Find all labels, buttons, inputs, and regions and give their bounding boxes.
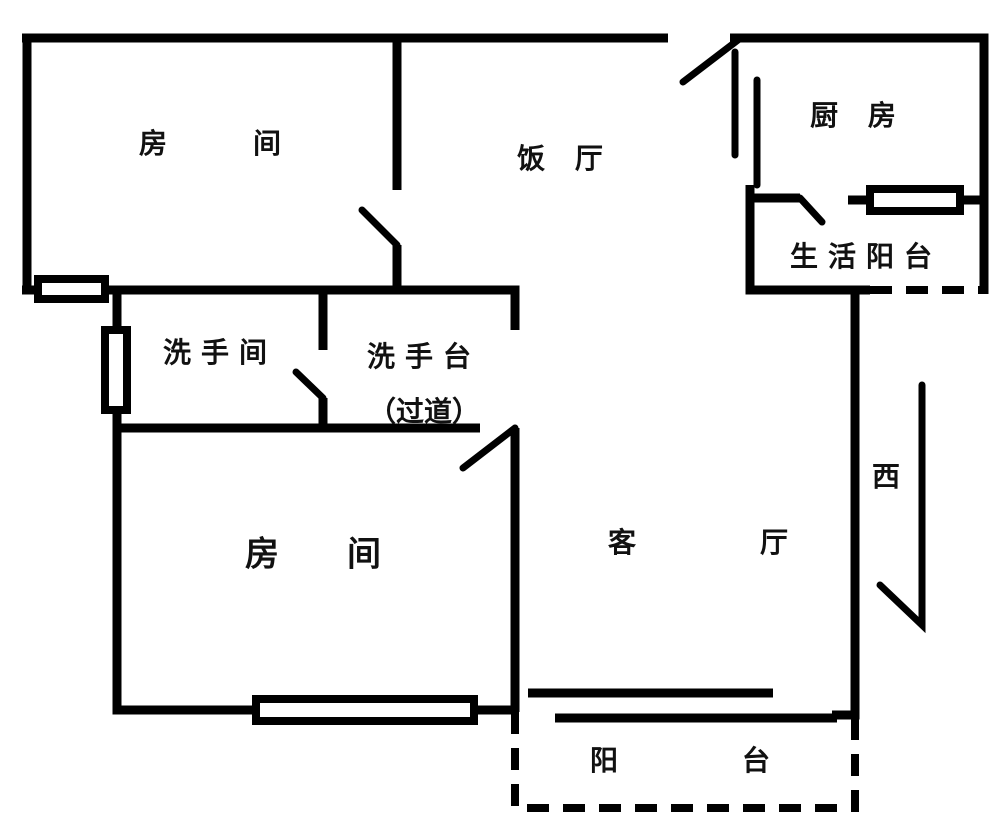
room-label-kitchen: 厨 房 — [810, 99, 906, 132]
room-label-living-room: 客 厅 — [607, 526, 799, 559]
room-label-dining: 饭 厅 — [517, 142, 613, 175]
room-label-washbasin: 洗手台 — [366, 340, 482, 373]
windows — [34, 185, 964, 725]
orientation-label: 西 — [871, 460, 901, 493]
dashed-balcony-edges — [511, 286, 984, 812]
room-label-balcony: 阳 台 — [589, 744, 781, 777]
room-label-bedroom-bottom: 房 间 — [245, 534, 381, 575]
room-label-utility-balcony: 生活阳台 — [789, 240, 943, 273]
room-label-bathroom: 洗手间 — [162, 336, 278, 369]
west-arrow-icon — [876, 381, 926, 634]
doors — [292, 36, 826, 472]
room-label-corridor: （过道） — [367, 395, 481, 428]
room-label-bedroom-top: 房 间 — [138, 127, 292, 160]
walls — [22, 33, 989, 723]
